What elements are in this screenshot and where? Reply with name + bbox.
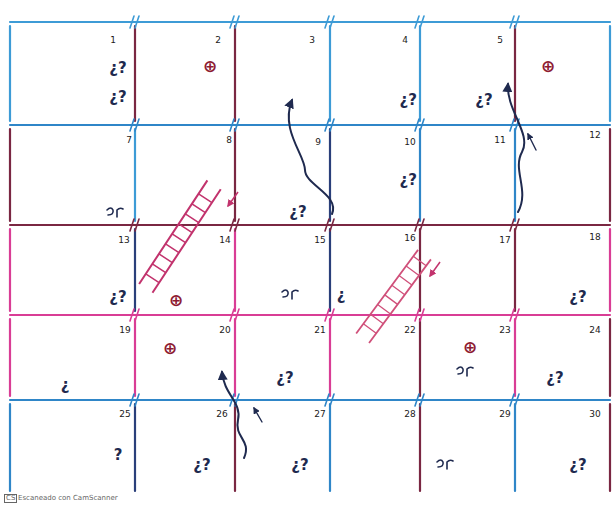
- question-mark: ¿?: [569, 458, 586, 473]
- cell-number: 28: [404, 410, 415, 419]
- cell-number: 30: [589, 410, 600, 419]
- board-cell: 5 ¿?: [420, 22, 515, 125]
- scanner-logo: CS: [4, 494, 17, 503]
- question-mark: ¿?: [291, 458, 308, 473]
- board-cell: 20 ⊕: [135, 315, 235, 400]
- question-mark: ¿?: [109, 290, 126, 305]
- question-mark: ¿?: [546, 371, 563, 386]
- question-mark: ¿?: [569, 290, 586, 305]
- cell-number: 2: [215, 36, 221, 45]
- board-cell: 10 ¿?: [330, 125, 420, 225]
- board-cell: 21 ¿?: [235, 315, 330, 400]
- board-cell: 16 ¿: [330, 225, 420, 315]
- snakes: [222, 84, 536, 458]
- cell-number: 21: [314, 326, 325, 335]
- boot-icons: [107, 208, 473, 469]
- board-cell: 18 ¿?: [515, 225, 610, 315]
- cell-number: 27: [314, 410, 325, 419]
- question-mark: ¿?: [193, 458, 210, 473]
- question-mark: ¿?: [276, 371, 293, 386]
- cell-number: 4: [402, 36, 408, 45]
- ladder: [139, 180, 221, 292]
- board-cell: 7: [10, 125, 135, 225]
- question-mark: ¿?: [475, 93, 492, 108]
- board-cell: 14 ⊕: [135, 225, 235, 315]
- cell-number: 15: [314, 236, 325, 245]
- question-mark: ¿?: [400, 93, 417, 108]
- board-cell: 1 ¿? ¿?: [10, 22, 135, 125]
- plus-symbol: ⊕: [541, 58, 555, 75]
- board-cell: 25?: [10, 400, 135, 495]
- question-mark: ¿: [337, 288, 346, 303]
- cell-number: 23: [499, 326, 510, 335]
- board-cell: 17: [420, 225, 515, 315]
- cell-number: 13: [118, 236, 129, 245]
- board-cell: 22: [330, 315, 420, 400]
- cell-number: 11: [494, 136, 505, 145]
- board-cell: 12: [515, 125, 610, 225]
- ladder-arrow: [430, 262, 440, 276]
- board-cell: 27 ¿?: [235, 400, 330, 495]
- ladder: [356, 250, 431, 343]
- question-mark: ¿?: [109, 90, 126, 105]
- board-cell: 11: [420, 125, 515, 225]
- cell-number: 22: [404, 326, 415, 335]
- cell-number: 5: [497, 36, 503, 45]
- cell-number: 18: [589, 233, 600, 242]
- board-cell: 28: [330, 400, 420, 495]
- question-mark: ?: [114, 448, 123, 463]
- board-cell: 15: [235, 225, 330, 315]
- question-mark: ¿?: [109, 61, 126, 76]
- board-cell: 8: [135, 125, 235, 225]
- ladder-arrow: [228, 192, 238, 206]
- cell-number: 19: [119, 326, 130, 335]
- cell-number: 8: [226, 136, 232, 145]
- cell-number: 24: [589, 326, 600, 335]
- question-mark: ¿: [61, 378, 70, 393]
- cell-number: 12: [589, 131, 600, 140]
- cell-number: 3: [309, 36, 315, 45]
- board-cell: 3: [235, 22, 330, 125]
- cell-number: 10: [404, 138, 415, 147]
- plus-symbol: ⊕: [169, 292, 183, 309]
- plus-symbol: ⊕: [463, 339, 477, 356]
- cell-number: 9: [315, 138, 321, 147]
- board-cell: 30 ¿?: [515, 400, 610, 495]
- board-cell: 13 ¿?: [10, 225, 135, 315]
- question-mark: ¿?: [289, 205, 306, 220]
- watermark: Escaneado con CamScanner: [18, 495, 118, 502]
- board-cell: ⊕: [515, 22, 610, 125]
- board-cell: 24 ¿?: [515, 315, 610, 400]
- plus-symbol: ⊕: [203, 58, 217, 75]
- board-cell: 19 ¿: [10, 315, 135, 400]
- board-cell: 29: [420, 400, 515, 495]
- cell-number: 1: [110, 36, 116, 45]
- board-cell: 4 ¿?: [330, 22, 420, 125]
- grid-lines: [10, 22, 610, 491]
- cell-number: 25: [119, 410, 130, 419]
- question-mark: ¿?: [400, 173, 417, 188]
- board-cell: 9 ¿?: [235, 125, 330, 225]
- junction-ticks: [130, 16, 519, 406]
- cell-number: 29: [499, 410, 510, 419]
- board-cell: 23 ⊕: [420, 315, 515, 400]
- cell-number: 26: [216, 410, 227, 419]
- board-cell: 26 ¿?: [135, 400, 235, 495]
- cell-number: 20: [219, 326, 230, 335]
- plus-symbol: ⊕: [163, 340, 177, 357]
- cell-number: 14: [219, 236, 230, 245]
- cell-number: 16: [404, 234, 415, 243]
- board-cell: 2⊕: [135, 22, 235, 125]
- cell-number: 17: [499, 236, 510, 245]
- cell-number: 7: [126, 136, 132, 145]
